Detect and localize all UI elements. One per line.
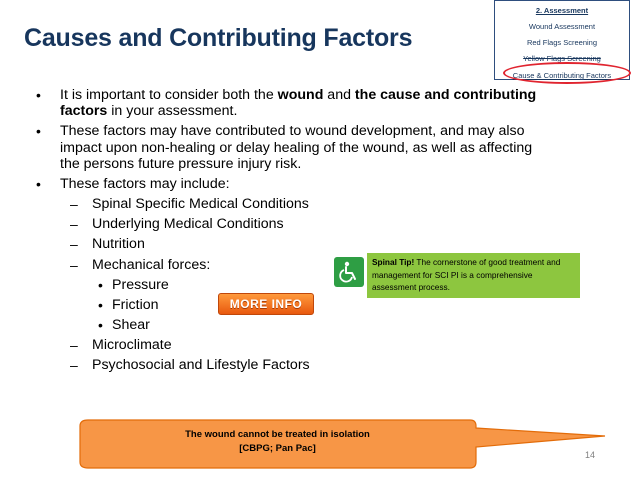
sub-item: Spinal Specific Medical Conditions [92, 196, 309, 212]
spinal-tip-box: Spinal Tip! The cornerstone of good trea… [367, 253, 580, 298]
callout-line-2: [CBPG; Pan Pac] [239, 443, 316, 454]
sub-item: Underlying Medical Conditions [92, 216, 284, 232]
sub-item: Microclimate [92, 337, 172, 353]
tip-label: Spinal Tip! [372, 257, 415, 267]
bullet-bold-text: factors [60, 103, 108, 119]
bullet-text: and [323, 87, 355, 103]
tip-text: The cornerstone of good treatment and ma… [372, 257, 561, 292]
dash-mark: – [70, 337, 78, 353]
sub-item: Nutrition [92, 236, 145, 252]
bullet-dot: • [98, 277, 103, 293]
bullet-dot: • [98, 297, 103, 313]
nav-item-yellow-flags[interactable]: Yellow Flags Screening [523, 54, 601, 63]
bullet-text: It is important to consider both the [60, 87, 278, 103]
bullet-dot: • [36, 123, 41, 139]
nav-item-wound-assessment[interactable]: Wound Assessment [528, 22, 596, 31]
wheelchair-glyph [339, 261, 356, 283]
dash-mark: – [70, 196, 78, 212]
sub-sub-item: Pressure [112, 277, 169, 293]
dash-mark: – [70, 216, 78, 232]
nav-highlight-oval [503, 62, 631, 84]
sub-sub-item: Friction [112, 297, 159, 313]
more-info-label: MORE INFO [229, 297, 303, 311]
bullet-bold-text: wound [277, 87, 324, 103]
bullet-2-line-2: impact upon non-healing or delay healing… [60, 140, 533, 156]
bullet-1-line-2: factors in your assessment. [60, 103, 237, 120]
sub-sub-item: Shear [112, 317, 150, 333]
dash-mark: – [70, 357, 78, 373]
bullet-dot: • [36, 176, 41, 192]
nav-item-red-flags[interactable]: Red Flags Screening [526, 38, 598, 47]
bullet-dot: • [36, 87, 41, 103]
bullet-2-line-1: These factors may have contributed to wo… [60, 123, 525, 139]
callout-line-1: The wound cannot be treated in isolation [185, 429, 370, 440]
slide-title: Causes and Contributing Factors [24, 24, 413, 52]
dash-mark: – [70, 236, 78, 252]
bullet-3-line-1: These factors may include: [60, 176, 230, 192]
callout-text: The wound cannot be treated in isolation… [80, 428, 475, 456]
wheelchair-icon [334, 257, 364, 287]
nav-heading[interactable]: 2. Assessment [535, 6, 589, 15]
dash-mark: – [70, 257, 78, 273]
page-number: 14 [585, 450, 596, 460]
sub-item: Mechanical forces: [92, 257, 211, 273]
more-info-button[interactable]: MORE INFO [218, 293, 314, 315]
bullet-bold-text: the cause and contributing [354, 87, 537, 103]
bullet-1-line-1: It is important to consider both the wou… [60, 87, 536, 104]
bullet-2-line-3: the persons future pressure injury risk. [60, 156, 302, 172]
sub-item: Psychosocial and Lifestyle Factors [92, 357, 310, 373]
bullet-dot: • [98, 317, 103, 333]
bullet-text: in your assessment. [107, 103, 238, 119]
